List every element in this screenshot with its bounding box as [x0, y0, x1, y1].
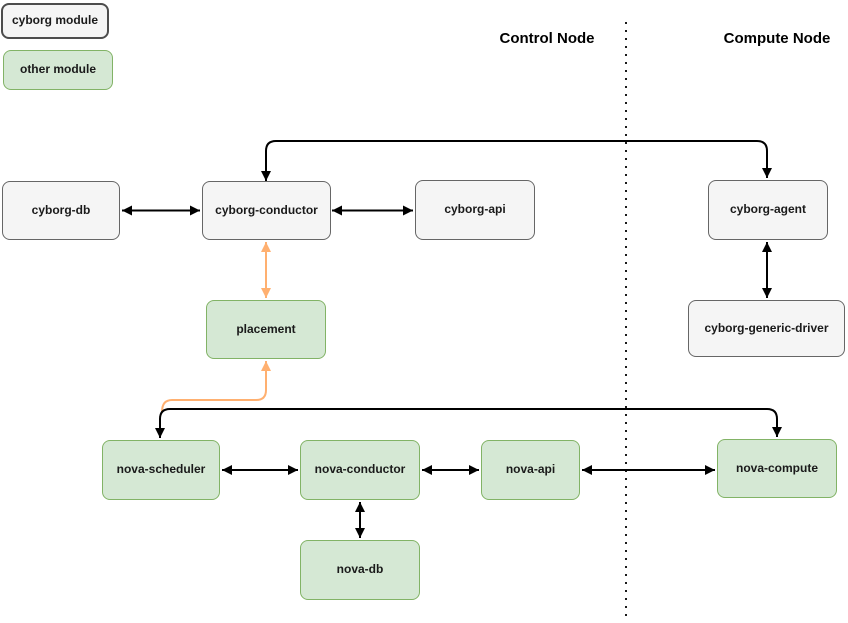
node-nova-db: nova-db: [300, 540, 420, 600]
legend-other-module: other module: [3, 50, 113, 90]
node-cyborg-conductor: cyborg-conductor: [202, 181, 331, 240]
node-nova-scheduler: nova-scheduler: [102, 440, 220, 500]
node-cyborg-generic-driver: cyborg-generic-driver: [688, 300, 845, 357]
node-cyborg-agent: cyborg-agent: [708, 180, 828, 240]
node-nova-conductor: nova-conductor: [300, 440, 420, 500]
node-cyborg-api: cyborg-api: [415, 180, 535, 240]
connector-conductor-agent-top-route: [261, 140, 772, 181]
node-placement: placement: [206, 300, 326, 359]
connector-placement-scheduler-orange: [161, 361, 271, 413]
legend-cyborg-module: cyborg module: [1, 3, 109, 39]
node-nova-compute: nova-compute: [717, 439, 837, 498]
connector-scheduler-compute-top-route: [155, 408, 782, 438]
compute-node-header: Compute Node: [723, 30, 831, 47]
control-node-header: Control Node: [499, 30, 595, 47]
node-cyborg-db: cyborg-db: [2, 181, 120, 240]
node-nova-api: nova-api: [481, 440, 580, 500]
